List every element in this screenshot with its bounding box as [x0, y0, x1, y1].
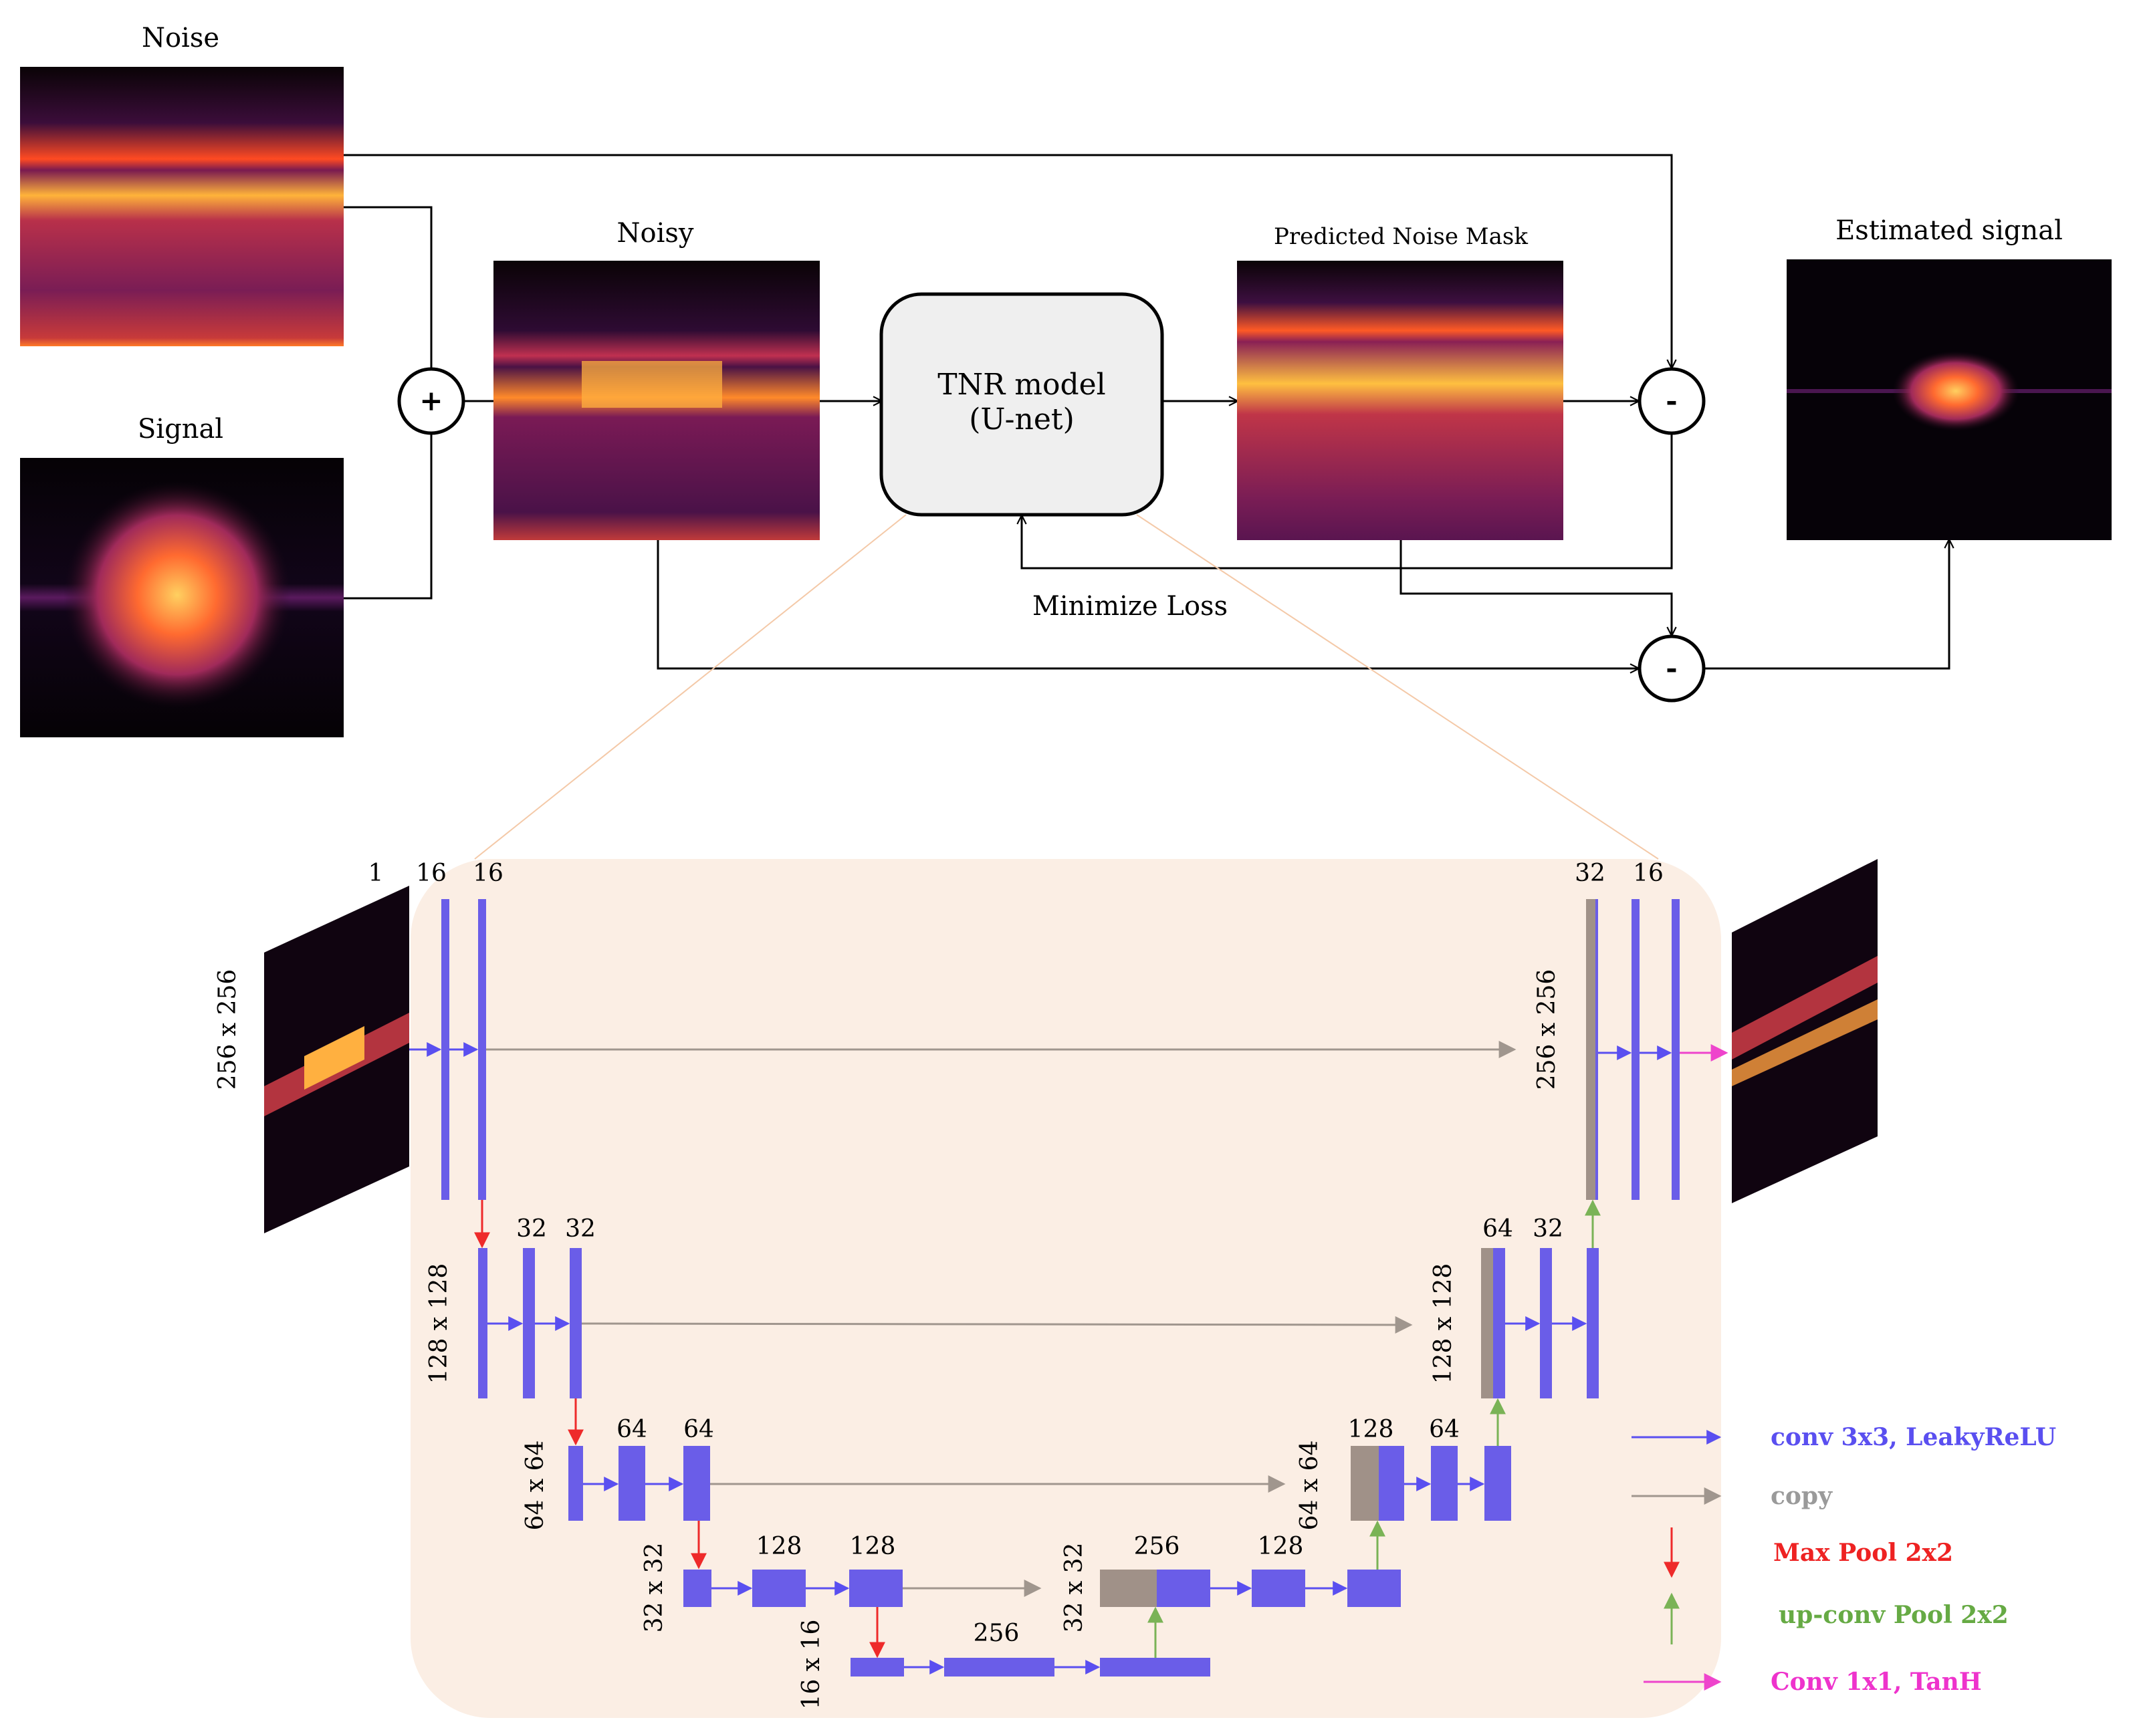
- zoom-guide-left: [474, 514, 907, 860]
- size-label-in: 256 x 256: [214, 969, 241, 1090]
- ch-l3-64b: 64: [683, 1416, 714, 1443]
- minus-symbol-1: -: [1666, 384, 1677, 417]
- conv-block: [1157, 1570, 1210, 1607]
- conv-block: [1632, 899, 1640, 1200]
- legend: conv 3x3, LeakyReLU copy Max Pool 2x2 up…: [1632, 1423, 2056, 1696]
- conv-block: [1431, 1446, 1458, 1521]
- conv-block: [1595, 899, 1598, 1200]
- copy-block: [1351, 1446, 1379, 1521]
- legend-conv-label: conv 3x3, LeakyReLU: [1771, 1423, 2056, 1451]
- minus2-to-estimate-line: [1704, 540, 1949, 670]
- noisy-spectrogram: [493, 261, 820, 540]
- conv-block: [851, 1658, 904, 1677]
- conv-block: [1484, 1446, 1511, 1521]
- noise-label: Noise: [142, 23, 219, 53]
- noise-spectrogram: [20, 67, 344, 346]
- unet-input-image: [264, 886, 409, 1233]
- ch-in-1: 1: [368, 860, 384, 887]
- size-label-l5: 16 x 16: [798, 1620, 825, 1710]
- size-label-l3: 64 x 64: [522, 1441, 549, 1531]
- noisy-to-minus2-line: [657, 540, 1638, 668]
- noisy-label: Noisy: [617, 218, 694, 249]
- legend-upconv-label: up-conv Pool 2x2: [1779, 1601, 2009, 1629]
- legend-maxpool-label: Max Pool 2x2: [1773, 1539, 1953, 1567]
- conv-block: [523, 1248, 535, 1398]
- conv-block: [1347, 1570, 1401, 1607]
- legend-copy-label: copy: [1771, 1482, 1833, 1510]
- size-label-u4: 32 x 32: [1060, 1543, 1088, 1633]
- sum-symbol: +: [419, 384, 443, 417]
- conv-block: [1252, 1570, 1305, 1607]
- estimated-label: Estimated signal: [1835, 215, 2063, 246]
- size-label-u2: 128 x 128: [1430, 1263, 1457, 1384]
- ch-u2-32: 32: [1533, 1215, 1563, 1243]
- ch-u3-64: 64: [1429, 1416, 1460, 1443]
- conv-block: [1379, 1446, 1404, 1521]
- ch-l4-128b: 128: [850, 1533, 896, 1560]
- copy-block: [1100, 1570, 1157, 1607]
- size-label-u3: 64 x 64: [1296, 1441, 1323, 1531]
- conv-block: [1493, 1248, 1505, 1398]
- conv-block: [849, 1570, 903, 1607]
- copy-arrow: [581, 1316, 1413, 1334]
- ch-l3-64a: 64: [616, 1416, 647, 1443]
- ch-u1-16: 16: [1633, 860, 1664, 887]
- unet-output-image: [1732, 859, 1878, 1203]
- conv-block: [619, 1446, 645, 1521]
- zoom-guide-right: [1136, 514, 1659, 860]
- ch-l2-32b: 32: [565, 1215, 596, 1243]
- conv-block: [944, 1658, 1054, 1677]
- loss-feedback-line: [1022, 433, 1673, 570]
- size-label-l4: 32 x 32: [641, 1543, 668, 1633]
- ch-u1-32: 32: [1575, 860, 1605, 887]
- conv-block: [1100, 1658, 1210, 1677]
- estimated-spectrogram: [1787, 259, 2112, 540]
- conv-block: [683, 1446, 710, 1521]
- ch-l5-256: 256: [974, 1620, 1020, 1647]
- copy-block: [1481, 1248, 1493, 1398]
- conv-block: [752, 1570, 806, 1607]
- size-label-u1: 256 x 256: [1533, 969, 1561, 1090]
- noise-to-sum-line: [344, 206, 433, 369]
- signal-to-sum-line: [344, 433, 433, 600]
- conv-block: [1672, 899, 1680, 1200]
- minus-symbol-2: -: [1666, 652, 1677, 685]
- conv-block: [1587, 1248, 1599, 1398]
- model-subtitle: (U-net): [969, 402, 1075, 437]
- ch-u4-256: 256: [1134, 1533, 1180, 1560]
- conv-block: [568, 1446, 583, 1521]
- noise-to-minus1-line: [344, 154, 1672, 368]
- model-title: TNR model: [937, 368, 1105, 402]
- conv-block: [570, 1248, 582, 1398]
- conv-block: [478, 1248, 487, 1398]
- mask-label: Predicted Noise Mask: [1274, 223, 1528, 250]
- ch-in-16a: 16: [416, 860, 447, 887]
- conv-block: [683, 1570, 711, 1607]
- size-label-l2: 128 x 128: [425, 1263, 453, 1384]
- conv-block: [1540, 1248, 1552, 1398]
- ch-u3-128: 128: [1348, 1416, 1394, 1443]
- conv-block: [478, 899, 486, 1200]
- signal-label: Signal: [138, 414, 223, 445]
- signal-spectrogram: [20, 458, 344, 737]
- mask-to-minus2-line: [1399, 540, 1672, 635]
- copy-block: [1586, 899, 1595, 1200]
- ch-in-16b: 16: [473, 860, 503, 887]
- ch-u2-64: 64: [1482, 1215, 1513, 1243]
- conv-block: [441, 899, 449, 1200]
- ch-l4-128a: 128: [756, 1533, 802, 1560]
- ch-l2-32a: 32: [516, 1215, 547, 1243]
- legend-conv1x1-label: Conv 1x1, TanH: [1771, 1668, 1982, 1696]
- loss-label: Minimize Loss: [1032, 591, 1228, 622]
- ch-u4-128: 128: [1258, 1533, 1304, 1560]
- mask-spectrogram: [1237, 261, 1563, 540]
